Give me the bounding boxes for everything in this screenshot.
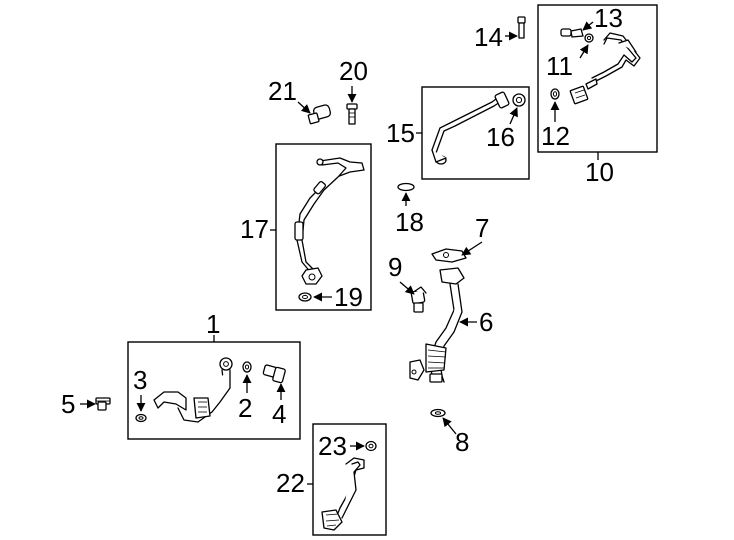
callout-14: 14 [474, 22, 503, 52]
part-5-bolt[interactable] [95, 397, 111, 411]
part-23-washer[interactable] [365, 440, 377, 452]
part-8-washer[interactable] [430, 408, 446, 418]
leader-11 [579, 44, 589, 59]
group-17: 19 17 [240, 143, 372, 312]
part-4-bolt[interactable] [262, 364, 286, 384]
leader-21 [297, 101, 311, 114]
part-20-bolt[interactable] [346, 103, 358, 125]
part-14-bolt[interactable] [517, 16, 526, 39]
leader-8 [442, 417, 457, 435]
group-1: 1 3 2 4 [127, 309, 301, 440]
group-15: 16 15 [386, 86, 530, 180]
callout-10: 10 [585, 157, 614, 187]
group-22: 23 22 [276, 423, 387, 536]
part-9-bolt[interactable] [410, 286, 427, 313]
callout-15: 15 [386, 118, 415, 148]
callout-1: 1 [206, 309, 220, 339]
callout-12: 12 [541, 121, 570, 151]
leader-13 [582, 21, 594, 31]
callout-20: 20 [339, 56, 368, 86]
part-17-pipe[interactable] [294, 157, 365, 285]
part-16-washer[interactable] [512, 93, 526, 107]
part-6-pipe[interactable] [409, 267, 465, 383]
part-7-gasket[interactable] [431, 248, 467, 263]
callout-8: 8 [455, 427, 469, 457]
callout-22: 22 [276, 468, 305, 498]
part-3-washer[interactable] [135, 413, 147, 423]
callout-11: 11 [546, 51, 573, 81]
callout-2: 2 [238, 393, 252, 423]
leader-16 [509, 107, 518, 125]
part-19-washer[interactable] [298, 292, 312, 302]
callout-23: 23 [318, 431, 347, 461]
part-21-bolt[interactable] [307, 104, 332, 125]
callout-5: 5 [61, 389, 75, 419]
part-18-seal[interactable] [397, 182, 415, 192]
callout-3: 3 [133, 365, 147, 395]
callout-16: 16 [486, 122, 515, 152]
part-11-washer[interactable] [584, 33, 594, 43]
callout-18: 18 [395, 207, 424, 237]
callout-7: 7 [475, 213, 489, 243]
part-1-pipe[interactable] [153, 357, 233, 423]
callout-6: 6 [479, 307, 493, 337]
part-22-pipe[interactable] [321, 457, 365, 531]
leader-7 [461, 241, 483, 256]
part-15-pipe[interactable] [431, 91, 510, 165]
part-2-washer[interactable] [242, 361, 252, 373]
callout-4: 4 [272, 399, 286, 429]
callout-19: 19 [334, 282, 363, 312]
callout-9: 9 [388, 252, 402, 282]
leader-9 [399, 281, 415, 295]
callout-21: 21 [268, 76, 297, 106]
part-13-bolt[interactable] [560, 28, 584, 38]
callout-17: 17 [240, 214, 269, 244]
part-10-pipe[interactable] [569, 32, 641, 105]
part-12-washer[interactable] [550, 88, 560, 100]
callout-13: 13 [594, 3, 623, 33]
group-10: 13 11 12 10 [537, 3, 658, 187]
